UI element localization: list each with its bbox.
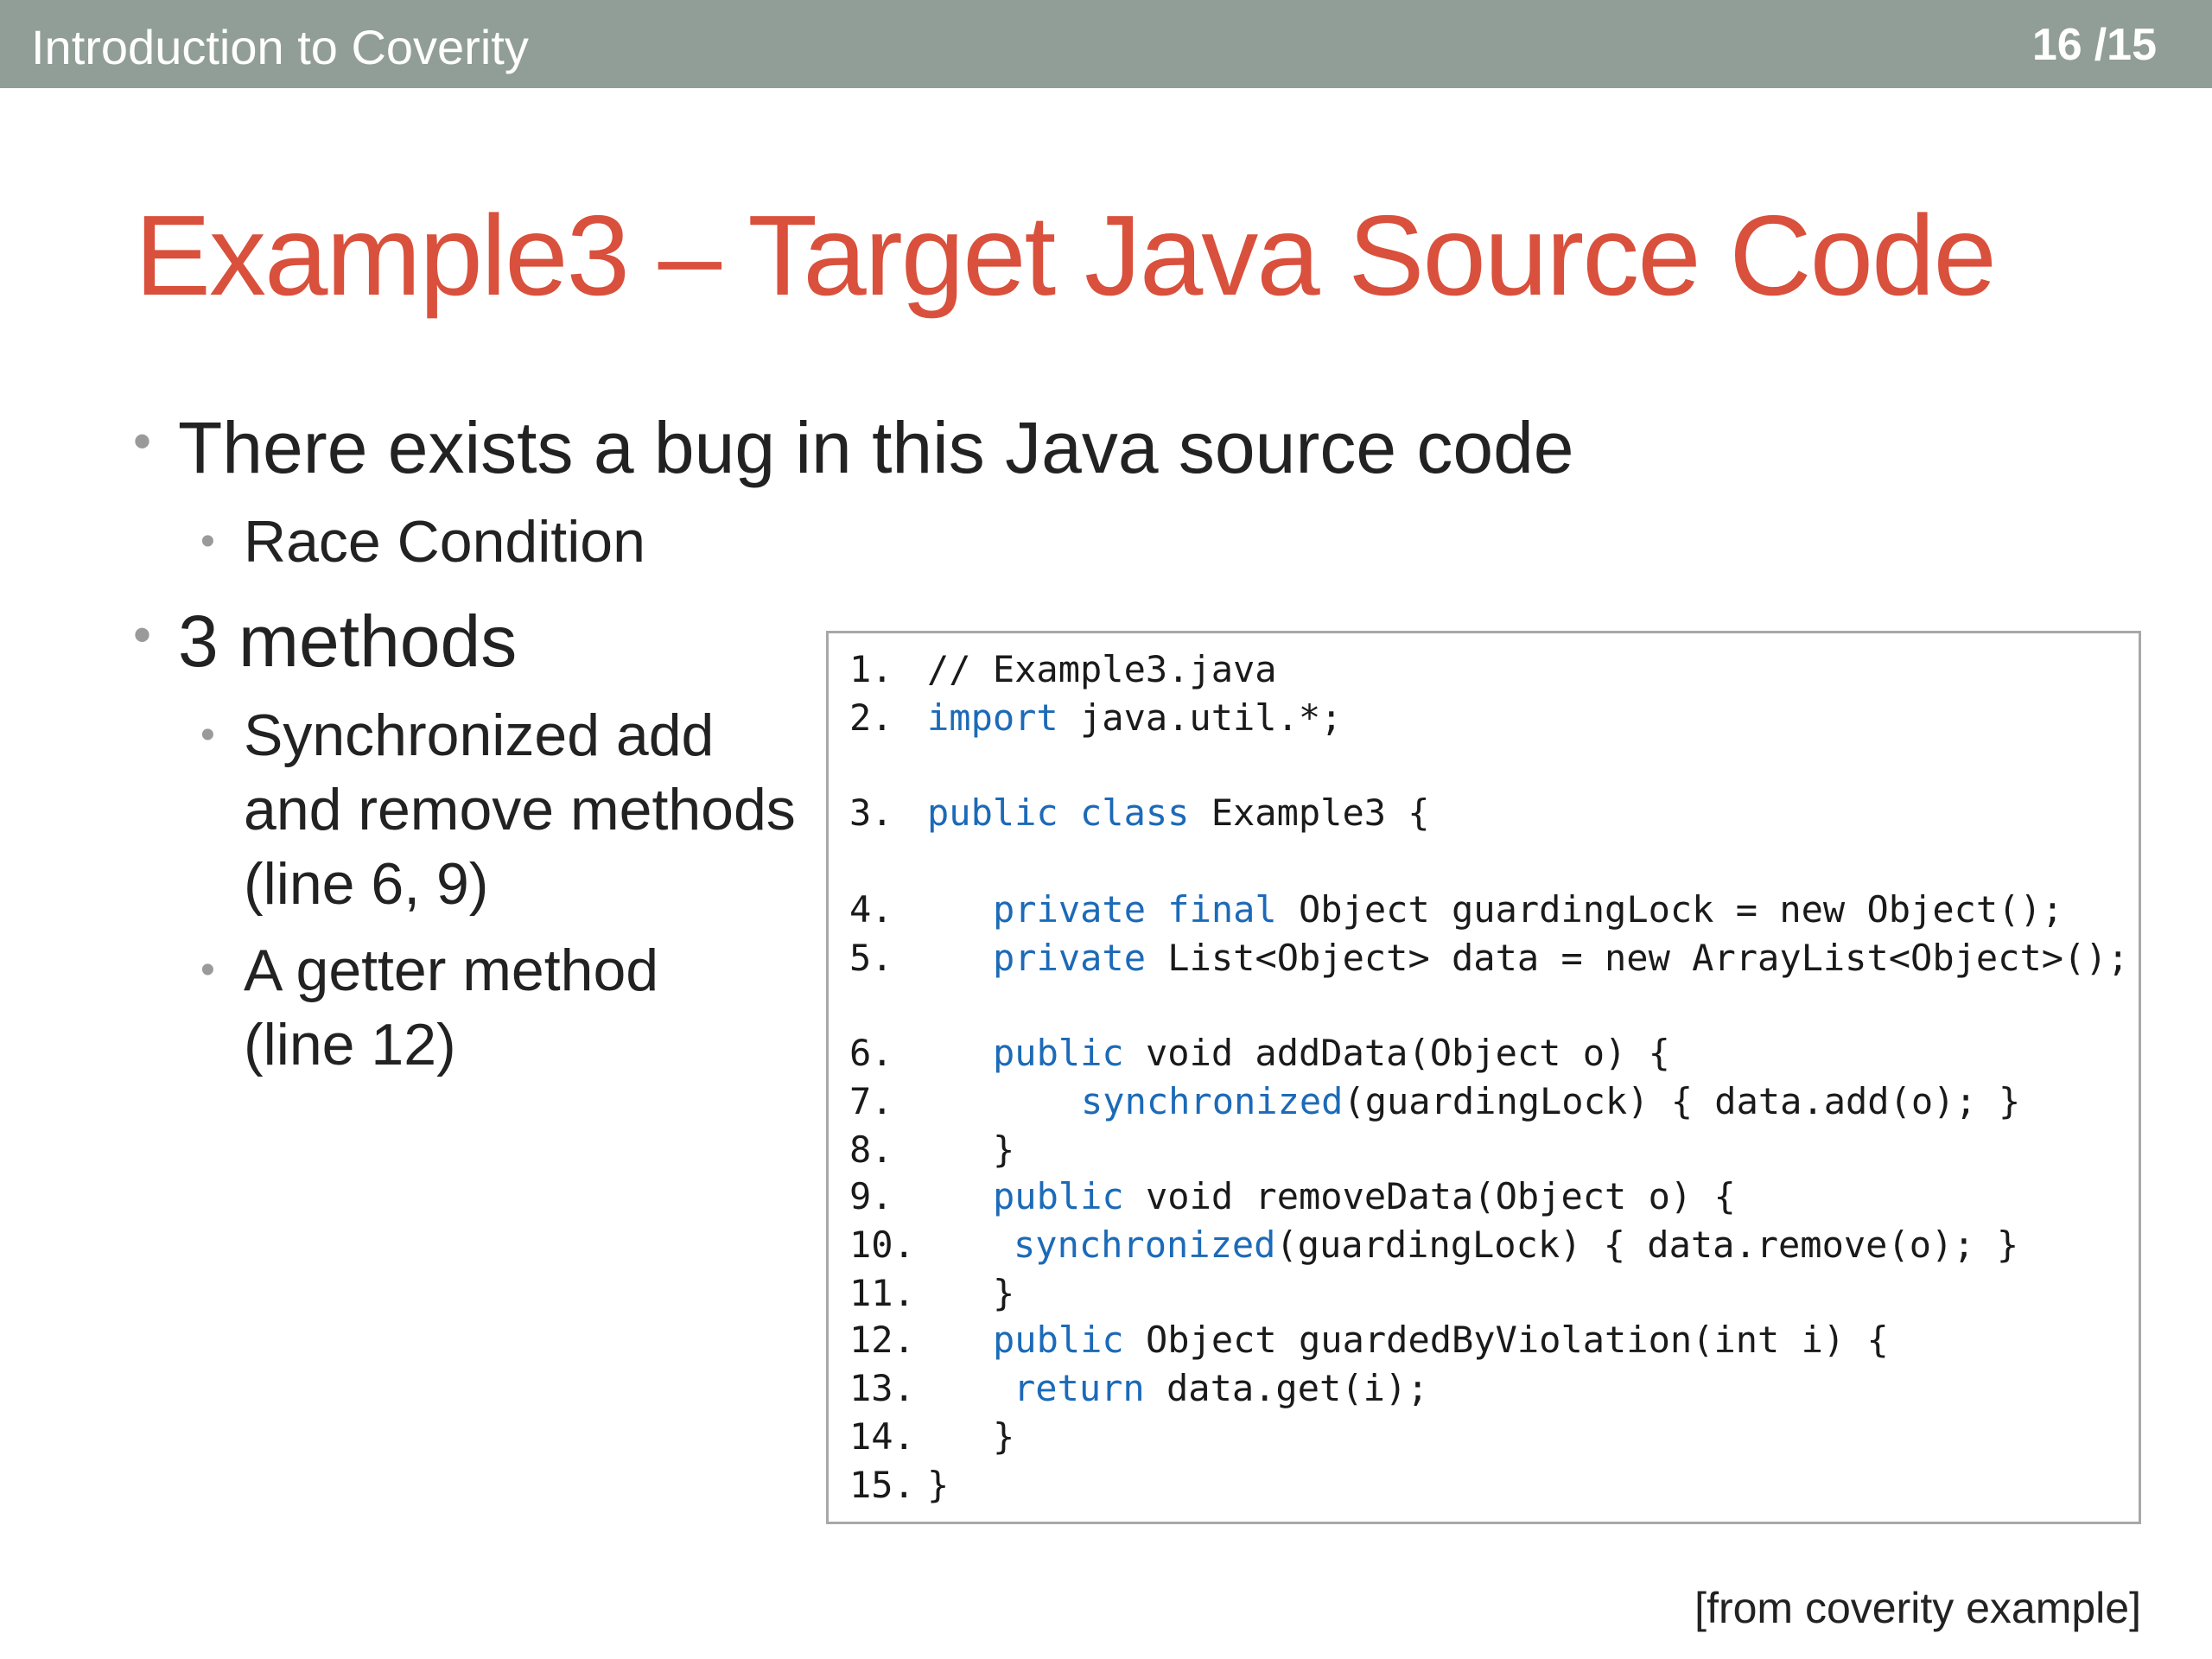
code-text: } xyxy=(993,1128,1015,1171)
code-keyword: synchronized xyxy=(1081,1080,1344,1122)
code-keyword: public xyxy=(993,1319,1124,1361)
bullet-dot: • xyxy=(200,947,215,993)
code-line-8: 8.} xyxy=(849,1126,1014,1174)
code-keyword: public xyxy=(993,1032,1124,1074)
code-text: Object guardingLock = new Object(); xyxy=(1276,888,2064,931)
line-number: 15. xyxy=(849,1464,915,1506)
code-line-7: 7. synchronized(guardingLock) { data.add(… xyxy=(849,1077,2020,1126)
code-line-9: 9. public void removeData(Object o) { xyxy=(849,1173,1736,1221)
code-line-3: 3. public class Example3 { xyxy=(849,789,1430,837)
bullet-synchronized-methods: • Synchronized add and remove methods (l… xyxy=(200,698,796,921)
code-line-4: 4. private final Object guardingLock = ne… xyxy=(849,886,2063,934)
bullet-text: 3 methods xyxy=(178,601,518,682)
code-line-15: 15.} xyxy=(849,1461,949,1510)
line-number: 6. xyxy=(849,1032,893,1074)
code-keyword: public xyxy=(993,1175,1124,1217)
bullet-dot: • xyxy=(133,606,152,664)
code-keyword: public class xyxy=(927,791,1190,834)
bullet-text: There exists a bug in this Java source c… xyxy=(178,407,1574,488)
header-bar: Introduction to Coverity 16 /15 xyxy=(0,0,2212,88)
bullet-text-line: and remove methods xyxy=(244,777,796,842)
code-text: java.util.*; xyxy=(1058,696,1343,739)
code-text: } xyxy=(927,1464,950,1506)
source-note: [from coverity example] xyxy=(1694,1584,2141,1632)
code-line-5: 5. private List<Object> data = new ArrayL… xyxy=(849,934,2129,982)
code-text: // Example3.java xyxy=(927,648,1277,690)
code-text: (guardingLock) { data.add(o); } xyxy=(1343,1080,2021,1122)
code-keyword: private xyxy=(993,937,1147,979)
code-keyword: return xyxy=(1014,1367,1145,1409)
bullet-text-line: Synchronized add xyxy=(244,702,715,768)
code-text: } xyxy=(993,1415,1015,1458)
line-number: 11. xyxy=(849,1272,915,1314)
line-number: 2. xyxy=(849,696,893,739)
code-text: (guardingLock) { data.remove(o); } xyxy=(1275,1224,2019,1266)
line-number: 3. xyxy=(849,791,893,834)
page-total: /15 xyxy=(2094,20,2157,70)
line-number: 9. xyxy=(849,1175,893,1217)
line-number: 7. xyxy=(849,1080,893,1122)
slide-title: Example3 – Target Java Source Code xyxy=(135,192,1997,319)
code-text: void addData(Object o) { xyxy=(1123,1032,1670,1074)
line-number: 12. xyxy=(849,1319,915,1361)
code-line-2: 2. import java.util.*; xyxy=(849,694,1342,742)
page-current: 16 xyxy=(2031,20,2082,70)
line-number: 5. xyxy=(849,937,893,979)
bullet-dot: • xyxy=(200,518,215,564)
line-number: 4. xyxy=(849,888,893,931)
bullet-text-line: (line 12) xyxy=(244,1012,456,1077)
bullet-bug-statement: • There exists a bug in this Java source… xyxy=(133,406,1574,490)
bullet-text-line: A getter method xyxy=(244,938,659,1003)
bullet-text-line: (line 6, 9) xyxy=(244,851,489,917)
line-number: 13. xyxy=(849,1367,915,1409)
code-text: Object guardedByViolation(int i) { xyxy=(1123,1319,1889,1361)
code-keyword: synchronized xyxy=(1014,1224,1276,1266)
code-keyword: import xyxy=(927,696,1058,739)
code-text: Example3 { xyxy=(1189,791,1430,834)
code-line-12: 12. public Object guardedByViolation(int … xyxy=(849,1316,1889,1364)
line-number: 8. xyxy=(849,1128,893,1171)
bullet-dot: • xyxy=(133,412,152,470)
bullet-three-methods: • 3 methods xyxy=(133,600,518,683)
code-line-1: 1. // Example3.java xyxy=(849,645,1277,694)
code-line-14: 14.} xyxy=(849,1413,1014,1461)
page-counter: 16 /15 xyxy=(2032,19,2157,71)
code-text: List<Object> data = new ArrayList<Object… xyxy=(1146,937,2129,979)
code-line-11: 11.} xyxy=(849,1269,1014,1318)
bullet-text: Race Condition xyxy=(244,509,645,575)
line-number: 10. xyxy=(849,1224,915,1266)
code-text: data.get(i); xyxy=(1144,1367,1429,1409)
deck-title: Introduction to Coverity xyxy=(31,20,529,74)
code-text: } xyxy=(993,1272,1015,1314)
line-number: 14. xyxy=(849,1415,915,1458)
bullet-getter-method: • A getter method (line 12) xyxy=(200,933,659,1082)
bullet-race-condition: • Race Condition xyxy=(200,505,645,579)
bullet-dot: • xyxy=(200,712,215,758)
code-line-10: 10. synchronized(guardingLock) { data.rem… xyxy=(849,1221,2018,1269)
code-text: void removeData(Object o) { xyxy=(1123,1175,1736,1217)
code-line-6: 6. public void addData(Object o) { xyxy=(849,1029,1670,1077)
line-number: 1. xyxy=(849,648,893,690)
code-listing: 1. // Example3.java 2. import java.util.*;… xyxy=(826,631,2141,1524)
code-keyword: private final xyxy=(993,888,1277,931)
code-line-13: 13. return data.get(i); xyxy=(849,1364,1428,1413)
